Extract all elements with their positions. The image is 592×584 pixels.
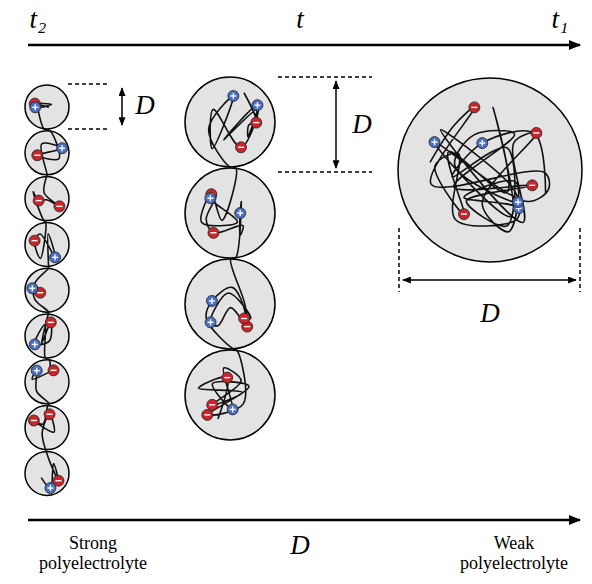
charge-symbol <box>33 195 44 206</box>
axis-end-label: Weak polyelectrolyte <box>439 534 589 574</box>
polymer-blob <box>25 406 69 450</box>
charge-symbol <box>50 252 61 263</box>
charge-symbol <box>252 100 263 111</box>
charge-symbol <box>202 409 213 420</box>
charge-symbol <box>429 137 440 148</box>
polymer-blob <box>25 360 69 404</box>
polymer-chain <box>199 93 259 419</box>
dimension-guide <box>278 171 372 173</box>
charge-symbol <box>235 142 246 153</box>
charge-symbol <box>469 102 480 113</box>
polymer-blob <box>25 451 69 495</box>
polymer-blob <box>25 314 69 358</box>
charge-symbol <box>27 283 38 294</box>
polymer-blob <box>185 259 275 349</box>
charge-symbol <box>513 197 524 208</box>
dimension-guide <box>68 128 108 130</box>
time-label: t₂ <box>30 5 47 35</box>
charge-symbol <box>208 227 219 238</box>
charge-symbol <box>251 117 262 128</box>
charge-symbol <box>30 102 41 113</box>
charge-symbol <box>206 295 217 306</box>
polymer-blob <box>25 177 69 221</box>
charge-symbol <box>48 365 59 376</box>
dimension-label: D <box>135 91 155 121</box>
charge-symbol <box>57 143 68 154</box>
charge-symbol <box>29 339 40 350</box>
charge-symbol <box>32 150 43 161</box>
dimension-arrow <box>403 279 576 281</box>
polymer-blob <box>25 268 69 312</box>
dimension-guide <box>398 228 400 292</box>
charge-symbol <box>44 409 55 420</box>
charge-symbol <box>222 372 233 383</box>
charge-symbol <box>54 201 65 212</box>
dimension-label: D <box>352 110 372 140</box>
polymer-blob <box>398 78 582 262</box>
charge-symbol <box>207 399 218 410</box>
charge-symbol <box>228 90 239 101</box>
charge-symbol <box>29 235 40 246</box>
charge-symbol <box>227 404 238 415</box>
charge-symbol <box>527 180 538 191</box>
polymer-blob <box>185 168 275 258</box>
charge-symbol <box>531 127 542 138</box>
charge-symbol <box>205 193 216 204</box>
time-label: t₁ <box>552 5 569 35</box>
polymer-chain <box>430 107 549 232</box>
charge-symbol <box>458 209 469 220</box>
charge-symbol <box>239 313 250 324</box>
charge-symbol <box>205 317 216 328</box>
dimension-guide <box>68 83 108 85</box>
dimension-arrow <box>121 88 123 125</box>
charge-symbol <box>477 138 488 149</box>
time-label: t <box>296 5 304 35</box>
axis-end-label: Strong polyelectrolyte <box>18 534 168 574</box>
polymer-blob <box>185 77 275 167</box>
polymer-blobs <box>25 77 582 495</box>
polymer-chain <box>32 99 62 488</box>
charge-symbol <box>31 365 42 376</box>
dimension-marks <box>68 77 580 292</box>
charge-symbol <box>45 317 56 328</box>
charge-symbol <box>235 208 246 219</box>
dimension-arrow <box>335 81 337 168</box>
dimension-guide <box>579 228 581 292</box>
dimension-guide <box>278 76 372 78</box>
charge-symbol <box>28 415 39 426</box>
dimension-label: D <box>480 299 500 329</box>
size-arrow <box>28 519 580 522</box>
time-arrow <box>28 44 580 47</box>
charge-symbol <box>45 483 56 494</box>
axis-label: D <box>290 531 310 561</box>
